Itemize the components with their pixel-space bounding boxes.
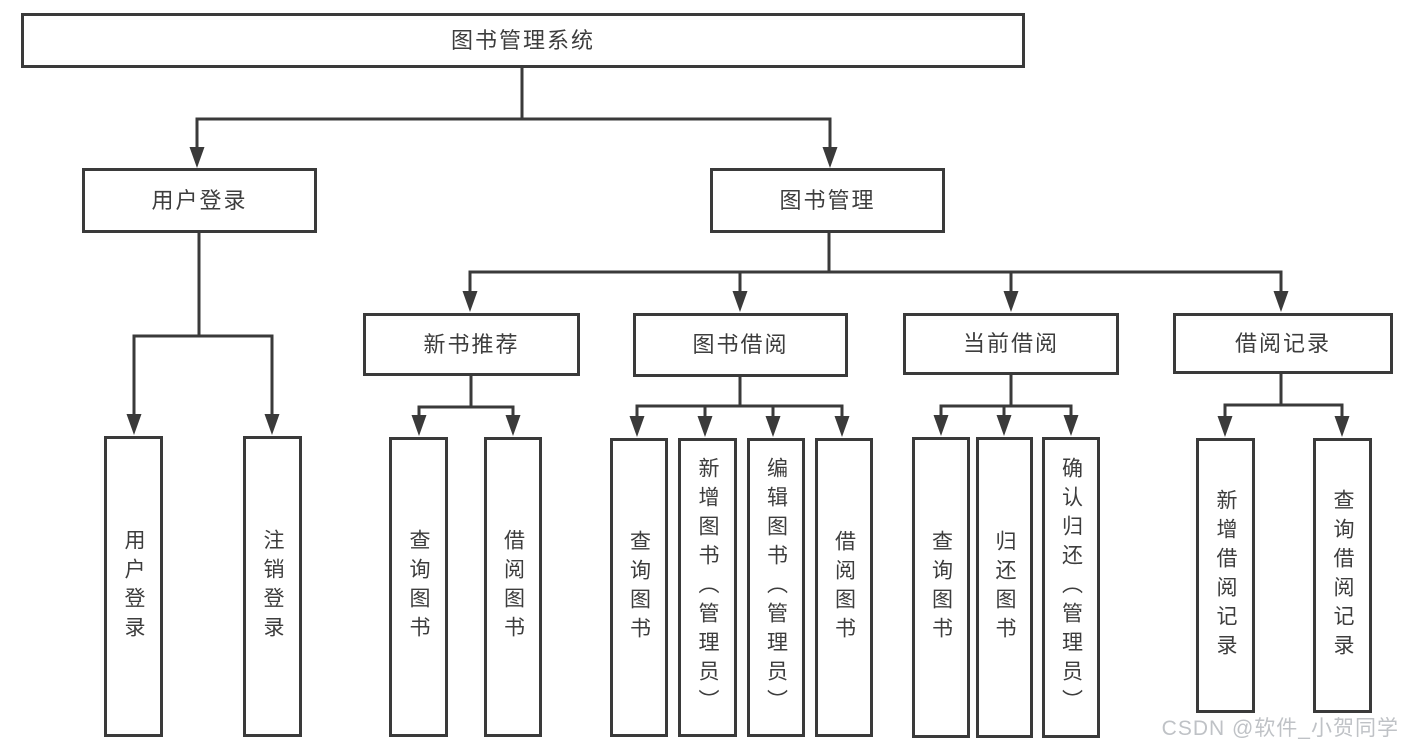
node-return-book: 归还图书 [976,437,1033,738]
watermark: CSDN @软件_小贺同学 [1161,717,1399,740]
node-label-book-mgmt: 图书管理 [779,187,876,213]
node-borrow-records: 借阅记录 [1173,313,1393,374]
node-label-borrow-book-borrow: 借阅图书 [832,529,856,646]
node-borrow-book-borrow: 借阅图书 [815,438,873,737]
arrowhead-icon [1334,416,1350,437]
node-query-book-current: 查询图书 [912,437,970,738]
node-label-new-book-rec: 新书推荐 [423,331,520,357]
node-borrow-book-rec: 借阅图书 [484,437,542,737]
node-book-borrow: 图书借阅 [633,313,848,377]
arrowhead-icon [732,291,748,312]
node-book-mgmt: 图书管理 [710,168,945,233]
node-label-user-login-leaf: 用户登录 [122,528,145,645]
arrowhead-icon [629,416,645,437]
node-label-logout-leaf: 注销登录 [261,528,284,645]
node-system: 图书管理系统 [21,13,1025,68]
node-label-query-book-borrow: 查询图书 [627,529,651,646]
node-label-edit-book-admin: 编辑图书（管理员） [764,457,788,718]
arrowhead-icon [1217,416,1233,437]
node-edit-book-admin: 编辑图书（管理员） [747,438,805,737]
arrowhead-icon [1273,291,1289,312]
node-label-query-book-rec: 查询图书 [407,529,430,645]
node-query-book-borrow: 查询图书 [610,438,668,737]
node-label-current-borrow: 当前借阅 [962,331,1059,356]
node-label-borrow-records: 借阅记录 [1234,330,1331,356]
arrowhead-icon [996,415,1012,436]
node-label-book-borrow: 图书借阅 [692,332,789,357]
node-label-confirm-return-admin: 确认归还（管理员） [1059,457,1083,718]
node-label-query-book-current: 查询图书 [929,529,953,646]
node-label-query-borrow-record: 查询借阅记录 [1331,488,1354,663]
arrowhead-icon [1003,291,1019,312]
node-label-borrow-book-rec: 借阅图书 [501,529,525,645]
node-new-book-rec: 新书推荐 [363,313,580,376]
node-label-add-book-admin: 新增图书（管理员） [696,457,719,718]
arrowhead-icon [933,415,949,436]
node-add-borrow-record: 新增借阅记录 [1196,438,1255,713]
node-query-book-rec: 查询图书 [389,437,448,737]
node-confirm-return-admin: 确认归还（管理员） [1042,437,1100,738]
arrowhead-icon [505,415,521,436]
arrowhead-icon [822,147,838,168]
node-label-user-login: 用户登录 [151,187,248,213]
arrowhead-icon [189,147,205,168]
node-label-add-borrow-record: 新增借阅记录 [1214,488,1237,663]
arrowhead-icon [765,416,781,437]
arrowhead-icon [1063,415,1079,436]
arrowhead-icon [697,416,713,437]
arrowhead-icon [834,416,850,437]
node-logout-leaf: 注销登录 [243,436,302,737]
node-user-login-leaf: 用户登录 [104,436,163,737]
arrowhead-icon [264,414,280,435]
arrowhead-icon [462,291,478,312]
arrowhead-icon [126,414,142,435]
node-label-return-book: 归还图书 [993,529,1016,646]
node-label-system: 图书管理系统 [450,27,595,53]
node-query-borrow-record: 查询借阅记录 [1313,438,1372,713]
node-add-book-admin: 新增图书（管理员） [678,438,737,737]
arrowhead-icon [411,415,427,436]
node-user-login: 用户登录 [82,168,317,233]
node-current-borrow: 当前借阅 [903,313,1119,375]
